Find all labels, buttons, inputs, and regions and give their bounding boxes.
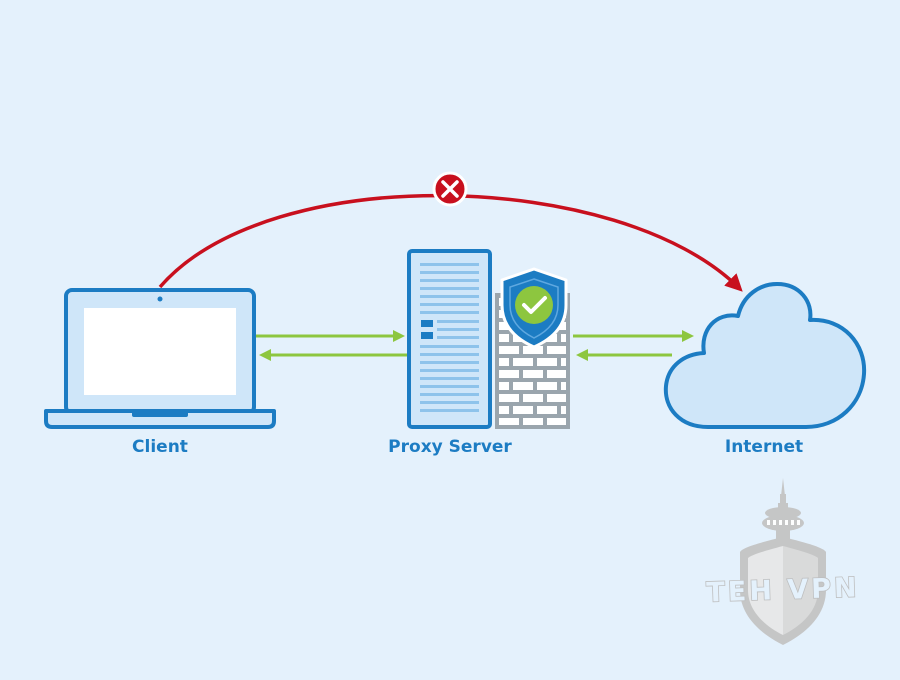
proxy-server-label: Proxy Server xyxy=(388,437,512,457)
watermark-text: TEH VPN xyxy=(706,572,860,608)
x-circle-icon xyxy=(432,171,468,207)
client-proxy-arrows xyxy=(256,330,408,361)
proxy-internet-arrows xyxy=(573,330,694,361)
internet-label: Internet xyxy=(724,437,804,457)
shield-check-icon xyxy=(500,267,568,349)
server-icon xyxy=(407,249,492,429)
client-label: Client xyxy=(132,437,188,457)
cloud-icon xyxy=(663,282,867,429)
laptop-icon xyxy=(44,288,276,429)
tower-shield-logo: TEH VPN xyxy=(705,478,861,645)
